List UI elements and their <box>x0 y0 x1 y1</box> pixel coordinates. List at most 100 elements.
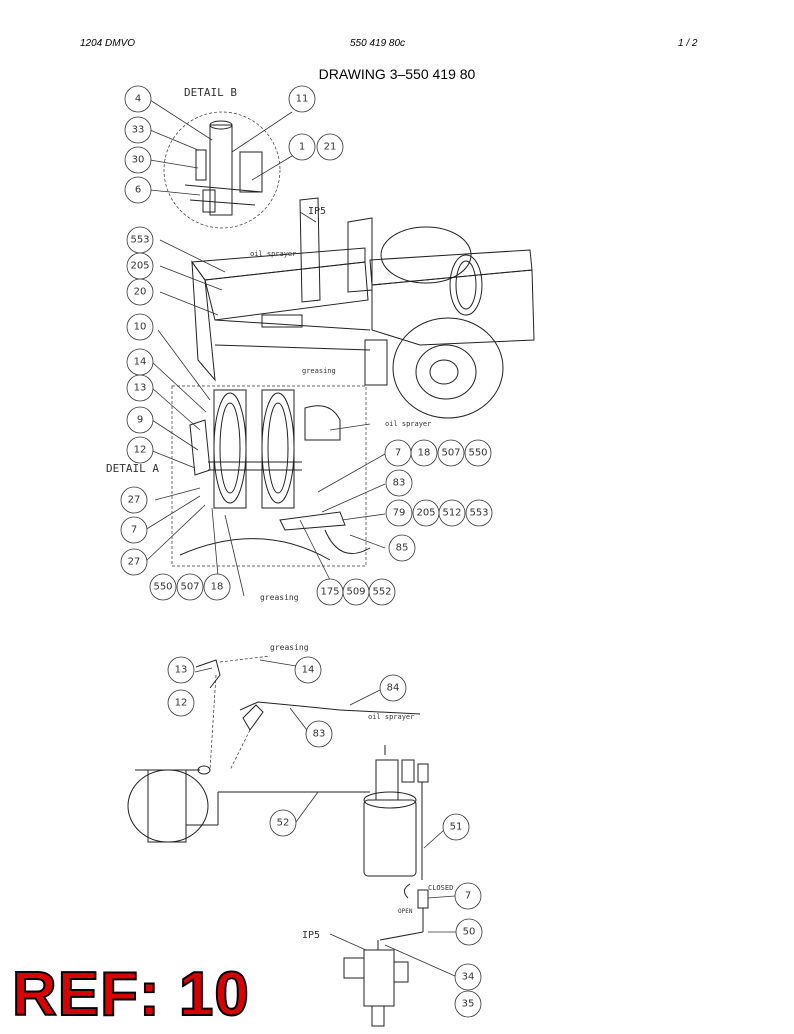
callout-83: 83 <box>385 469 413 497</box>
callout-18: 18 <box>410 439 438 467</box>
callout-number: 84 <box>387 683 400 694</box>
callout-number: 18 <box>418 448 431 459</box>
callout-number: 509 <box>346 587 365 598</box>
callout-number: 7 <box>131 525 137 536</box>
callout-circle <box>464 439 492 467</box>
callout-1: 1 <box>288 133 316 161</box>
callout-35: 35 <box>454 990 482 1018</box>
callout-number: 6 <box>135 185 141 196</box>
callout-20: 20 <box>126 278 154 306</box>
callout-number: 12 <box>134 445 147 456</box>
ip5-label: IP5 <box>308 206 326 217</box>
callout-circle <box>167 656 195 684</box>
drawing-title: DRAWING 3–550 419 80 <box>318 66 476 82</box>
oil-sprayer-label: oil sprayer <box>368 713 414 721</box>
callout-circle <box>126 374 154 402</box>
greasing-label: greasing <box>270 643 309 652</box>
callout-circle <box>126 313 154 341</box>
ip5-label: IP5 <box>302 930 320 941</box>
callout-27: 27 <box>120 548 148 576</box>
callout-34: 34 <box>454 963 482 991</box>
schematic-diagram <box>127 655 429 1027</box>
callout-circle <box>149 573 177 601</box>
callout-circle <box>379 674 407 702</box>
callout-circle <box>120 516 148 544</box>
callout-circle <box>437 439 465 467</box>
callout-number: 507 <box>180 582 199 593</box>
callout-circle <box>288 85 316 113</box>
callout-number: 27 <box>128 557 141 568</box>
callout-84: 84 <box>379 674 407 702</box>
callout-circle <box>455 918 483 946</box>
callout-number: 553 <box>130 235 149 246</box>
callout-552: 552 <box>368 578 396 606</box>
truck-chassis <box>191 197 535 419</box>
callout-circle <box>167 689 195 717</box>
callout-number: 14 <box>134 357 147 368</box>
callout-circle <box>294 656 322 684</box>
callout-205: 205 <box>126 252 154 280</box>
callout-number: 52 <box>277 818 290 829</box>
header-page-number: 1 / 2 <box>678 38 698 49</box>
callout-number: 9 <box>137 415 143 426</box>
callout-number: 1 <box>299 142 305 153</box>
callout-circle <box>126 406 154 434</box>
callout-number: 553 <box>469 508 488 519</box>
hose-reels <box>171 385 371 567</box>
callout-30: 30 <box>124 146 152 174</box>
oil-sprayer-label: oil sprayer <box>250 250 296 258</box>
callout-circle <box>368 578 396 606</box>
callout-circle <box>126 436 154 464</box>
callout-circle <box>316 133 344 161</box>
callout-number: 13 <box>175 665 188 676</box>
callout-number: 85 <box>396 543 409 554</box>
callout-number: 507 <box>441 448 460 459</box>
callout-14: 14 <box>294 656 322 684</box>
callout-number: 7 <box>465 891 471 902</box>
callout-circle <box>126 278 154 306</box>
callout-number: 12 <box>175 698 188 709</box>
callout-circle <box>454 963 482 991</box>
valve-open-label: OPEN <box>398 908 413 915</box>
callout-number: 79 <box>393 508 406 519</box>
callout-number: 33 <box>132 125 145 136</box>
callout-circle <box>124 85 152 113</box>
callout-550: 550 <box>464 439 492 467</box>
callout-number: 7 <box>395 448 401 459</box>
callout-circle <box>124 146 152 174</box>
callout-circle <box>410 439 438 467</box>
callout-507: 507 <box>176 573 204 601</box>
callout-circle <box>385 469 413 497</box>
callout-number: 30 <box>132 155 145 166</box>
callout-circle <box>454 882 482 910</box>
callout-79: 79 <box>385 499 413 527</box>
callout-7: 7 <box>120 516 148 544</box>
callout-circle <box>203 573 231 601</box>
callout-circle <box>124 116 152 144</box>
callout-number: 512 <box>442 508 461 519</box>
callout-number: 10 <box>134 322 147 333</box>
callout-6: 6 <box>124 176 152 204</box>
callout-number: 205 <box>416 508 435 519</box>
callout-553: 553 <box>126 226 154 254</box>
callout-number: 21 <box>324 142 337 153</box>
callout-number: 27 <box>128 495 141 506</box>
callout-7: 7 <box>454 882 482 910</box>
callout-50: 50 <box>455 918 483 946</box>
callout-27: 27 <box>120 486 148 514</box>
ref-label: REF: 10 <box>11 960 250 1029</box>
callout-number: 550 <box>153 582 172 593</box>
callout-553: 553 <box>465 499 493 527</box>
greasing-label: greasing <box>302 367 336 375</box>
callout-14: 14 <box>126 348 154 376</box>
header-part-number: 550 419 80c <box>350 38 406 49</box>
callout-18: 18 <box>203 573 231 601</box>
callout-number: 34 <box>462 972 475 983</box>
callout-number: 83 <box>313 729 326 740</box>
leader-lines <box>144 99 456 977</box>
callout-13: 13 <box>126 374 154 402</box>
detail-a-label: DETAIL A <box>106 462 159 475</box>
callout-205: 205 <box>412 499 440 527</box>
callout-4: 4 <box>124 85 152 113</box>
callout-number: 552 <box>372 587 391 598</box>
